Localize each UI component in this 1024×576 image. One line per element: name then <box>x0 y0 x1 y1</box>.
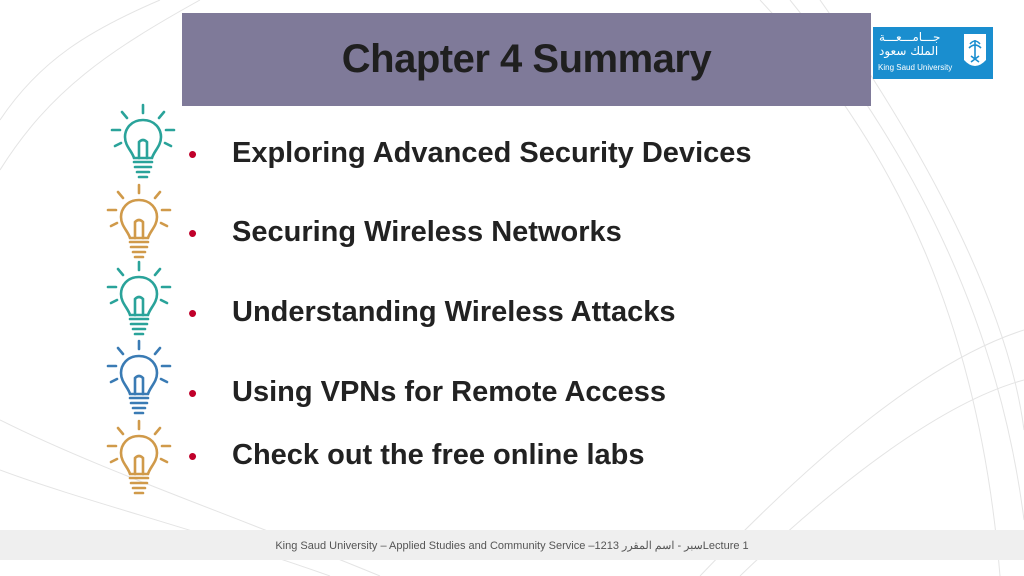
summary-item-2: Securing Wireless Networks <box>232 216 622 248</box>
palm-emblem-icon <box>964 34 986 66</box>
bullet-marker: • <box>188 298 198 328</box>
lightbulb-icon <box>110 103 176 179</box>
lightbulb-icon <box>106 183 172 259</box>
bullet-marker: • <box>188 218 198 248</box>
summary-item-4: Using VPNs for Remote Access <box>232 376 667 408</box>
summary-item-3: Understanding Wireless Attacks <box>232 296 676 328</box>
lightbulb-icon <box>106 419 172 495</box>
bullet-marker: • <box>188 441 198 471</box>
logo-arabic-line1: جـــامـــعـــة <box>879 30 941 44</box>
lightbulb-icon <box>106 339 172 415</box>
title-bar: Chapter 4 Summary <box>182 13 871 106</box>
logo-arabic-line2: الملك سعود <box>879 44 939 58</box>
logo-english: King Saud University <box>878 63 953 72</box>
bullet-marker: • <box>188 139 198 169</box>
university-logo: جـــامـــعـــة الملك سعود King Saud Univ… <box>873 27 993 79</box>
footer-bar: King Saud University – Applied Studies a… <box>0 530 1024 560</box>
slide-title: Chapter 4 Summary <box>341 37 712 81</box>
bullet-marker: • <box>188 378 198 408</box>
footer-text: King Saud University – Applied Studies a… <box>275 539 749 552</box>
summary-item-5: Check out the free online labs <box>232 439 645 471</box>
lightbulb-icon <box>106 260 172 336</box>
summary-item-1: Exploring Advanced Security Devices <box>232 137 752 169</box>
